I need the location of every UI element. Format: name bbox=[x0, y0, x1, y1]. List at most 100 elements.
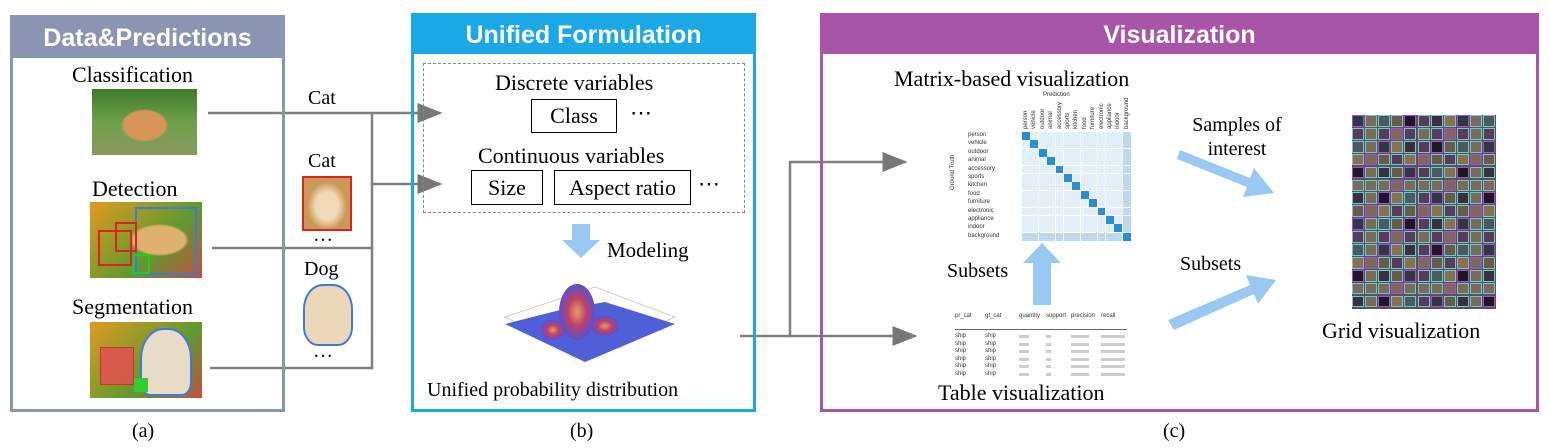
matrix-cell[interactable] bbox=[1122, 232, 1131, 241]
grid-thumbnail[interactable] bbox=[1352, 166, 1364, 179]
matrix-cell[interactable] bbox=[1114, 140, 1123, 149]
matrix-cell[interactable] bbox=[1072, 232, 1081, 241]
grid-thumbnail[interactable] bbox=[1469, 153, 1482, 166]
matrix-cell[interactable] bbox=[1030, 199, 1039, 207]
matrix-cell[interactable] bbox=[1055, 148, 1064, 157]
grid-thumbnail[interactable] bbox=[1456, 231, 1469, 243]
matrix-cell[interactable] bbox=[1089, 148, 1097, 157]
matrix-cell[interactable] bbox=[1097, 157, 1106, 165]
matrix-cell[interactable] bbox=[1064, 182, 1072, 191]
grid-thumbnail[interactable] bbox=[1365, 218, 1378, 230]
matrix-cell[interactable] bbox=[1038, 182, 1047, 191]
matrix-cell[interactable] bbox=[1122, 182, 1131, 191]
grid-thumbnail[interactable] bbox=[1483, 218, 1495, 230]
matrix-cell[interactable] bbox=[1038, 148, 1047, 157]
grid-thumbnail[interactable] bbox=[1391, 295, 1404, 308]
matrix-cell[interactable] bbox=[1114, 232, 1123, 241]
matrix-cell[interactable] bbox=[1072, 165, 1081, 174]
grid-thumbnail[interactable] bbox=[1483, 179, 1495, 192]
matrix-cell[interactable] bbox=[1114, 207, 1123, 216]
matrix-cell[interactable] bbox=[1089, 232, 1097, 241]
grid-thumbnail[interactable] bbox=[1430, 282, 1443, 295]
grid-thumbnail[interactable] bbox=[1404, 179, 1417, 192]
grid-thumbnail[interactable] bbox=[1391, 192, 1404, 205]
matrix-cell[interactable] bbox=[1080, 199, 1089, 207]
grid-thumbnail[interactable] bbox=[1365, 192, 1378, 205]
matrix-cell[interactable] bbox=[1055, 182, 1064, 191]
grid-thumbnail[interactable] bbox=[1443, 295, 1456, 308]
grid-thumbnail[interactable] bbox=[1352, 192, 1364, 205]
grid-thumbnail[interactable] bbox=[1404, 140, 1417, 153]
matrix-cell[interactable] bbox=[1022, 216, 1030, 224]
matrix-cell[interactable] bbox=[1080, 224, 1089, 233]
grid-thumbnail[interactable] bbox=[1391, 269, 1404, 282]
grid-thumbnail[interactable] bbox=[1483, 115, 1495, 127]
grid-thumbnail[interactable] bbox=[1391, 256, 1404, 269]
grid-thumbnail[interactable] bbox=[1443, 115, 1456, 127]
matrix-cell[interactable] bbox=[1097, 224, 1106, 233]
grid-thumbnail[interactable] bbox=[1417, 127, 1430, 140]
matrix-cell[interactable] bbox=[1064, 224, 1072, 233]
matrix-cell[interactable] bbox=[1047, 174, 1055, 182]
grid-thumbnail[interactable] bbox=[1443, 192, 1456, 205]
matrix-cell[interactable] bbox=[1097, 207, 1106, 216]
matrix-cell[interactable] bbox=[1097, 174, 1106, 182]
matrix-cell[interactable] bbox=[1022, 232, 1030, 241]
grid-thumbnail[interactable] bbox=[1378, 295, 1391, 308]
matrix-cell[interactable] bbox=[1072, 148, 1081, 157]
grid-thumbnail[interactable] bbox=[1404, 244, 1417, 256]
matrix-cell[interactable] bbox=[1080, 140, 1089, 149]
grid-thumbnail[interactable] bbox=[1378, 231, 1391, 243]
grid-thumbnail[interactable] bbox=[1404, 256, 1417, 269]
matrix-cell[interactable] bbox=[1106, 190, 1114, 199]
matrix-cell[interactable] bbox=[1114, 199, 1123, 207]
grid-thumbnail[interactable] bbox=[1417, 256, 1430, 269]
matrix-cell[interactable] bbox=[1038, 165, 1047, 174]
matrix-cell[interactable] bbox=[1122, 224, 1131, 233]
matrix-cell[interactable] bbox=[1030, 216, 1039, 224]
grid-thumbnail[interactable] bbox=[1430, 231, 1443, 243]
grid-thumbnail[interactable] bbox=[1443, 153, 1456, 166]
grid-thumbnail[interactable] bbox=[1404, 269, 1417, 282]
grid-thumbnail[interactable] bbox=[1404, 231, 1417, 243]
grid-thumbnail[interactable] bbox=[1469, 166, 1482, 179]
matrix-cell[interactable] bbox=[1114, 224, 1123, 233]
table-header[interactable]: support bbox=[1046, 313, 1067, 319]
matrix-cell[interactable] bbox=[1106, 224, 1114, 233]
grid-thumbnail[interactable] bbox=[1483, 140, 1495, 153]
grid-thumbnail[interactable] bbox=[1456, 179, 1469, 192]
grid-thumbnail[interactable] bbox=[1352, 179, 1364, 192]
grid-thumbnail[interactable] bbox=[1378, 140, 1391, 153]
matrix-cell[interactable] bbox=[1114, 182, 1123, 191]
grid-thumbnail[interactable] bbox=[1352, 115, 1364, 127]
grid-thumbnail[interactable] bbox=[1456, 218, 1469, 230]
matrix-col-label[interactable]: furniture bbox=[1090, 106, 1097, 129]
grid-thumbnail[interactable] bbox=[1417, 282, 1430, 295]
grid-thumbnail[interactable] bbox=[1430, 256, 1443, 269]
grid-thumbnail[interactable] bbox=[1391, 231, 1404, 243]
matrix-row-label[interactable]: animal bbox=[968, 157, 986, 164]
matrix-cell[interactable] bbox=[1038, 224, 1047, 233]
matrix-cell[interactable] bbox=[1080, 174, 1089, 182]
grid-thumbnail[interactable] bbox=[1469, 231, 1482, 243]
grid-thumbnail[interactable] bbox=[1456, 166, 1469, 179]
matrix-cell[interactable] bbox=[1022, 165, 1030, 174]
matrix-col-label[interactable]: sports bbox=[1065, 112, 1071, 129]
matrix-cell[interactable] bbox=[1064, 132, 1072, 140]
matrix-cell[interactable] bbox=[1072, 207, 1081, 216]
grid-thumbnail[interactable] bbox=[1469, 115, 1482, 127]
grid-thumbnail[interactable] bbox=[1391, 115, 1404, 127]
grid-thumbnail[interactable] bbox=[1365, 256, 1378, 269]
grid-thumbnail[interactable] bbox=[1417, 179, 1430, 192]
grid-thumbnail[interactable] bbox=[1404, 205, 1417, 218]
matrix-cell[interactable] bbox=[1047, 216, 1055, 224]
matrix-cell[interactable] bbox=[1106, 148, 1114, 157]
grid-thumbnail[interactable] bbox=[1430, 179, 1443, 192]
grid-thumbnail[interactable] bbox=[1365, 269, 1378, 282]
grid-thumbnail[interactable] bbox=[1365, 282, 1378, 295]
grid-thumbnail[interactable] bbox=[1443, 218, 1456, 230]
grid-thumbnail[interactable] bbox=[1456, 127, 1469, 140]
matrix-col-label[interactable]: appliance bbox=[1107, 103, 1113, 129]
grid-thumbnail[interactable] bbox=[1430, 192, 1443, 205]
matrix-cell[interactable] bbox=[1106, 216, 1114, 224]
